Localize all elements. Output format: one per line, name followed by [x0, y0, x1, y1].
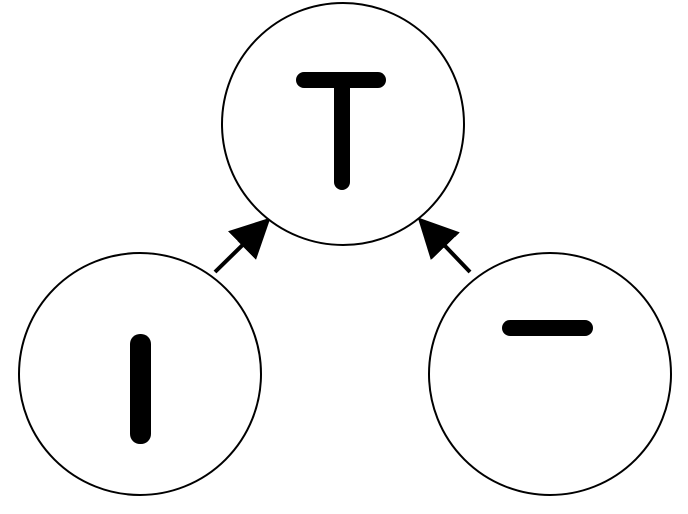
node-top — [221, 2, 465, 246]
horizontal-bar-glyph-icon — [502, 320, 593, 336]
node-bottom-right-circle — [428, 252, 672, 496]
edge-arrow-right-to-top — [417, 217, 472, 274]
node-bottom-right — [428, 252, 672, 496]
vertical-bar-glyph-icon — [130, 334, 151, 444]
t-glyph-icon — [296, 72, 386, 190]
node-bottom-left — [18, 252, 262, 496]
edge-arrow-left-to-top — [213, 217, 271, 274]
